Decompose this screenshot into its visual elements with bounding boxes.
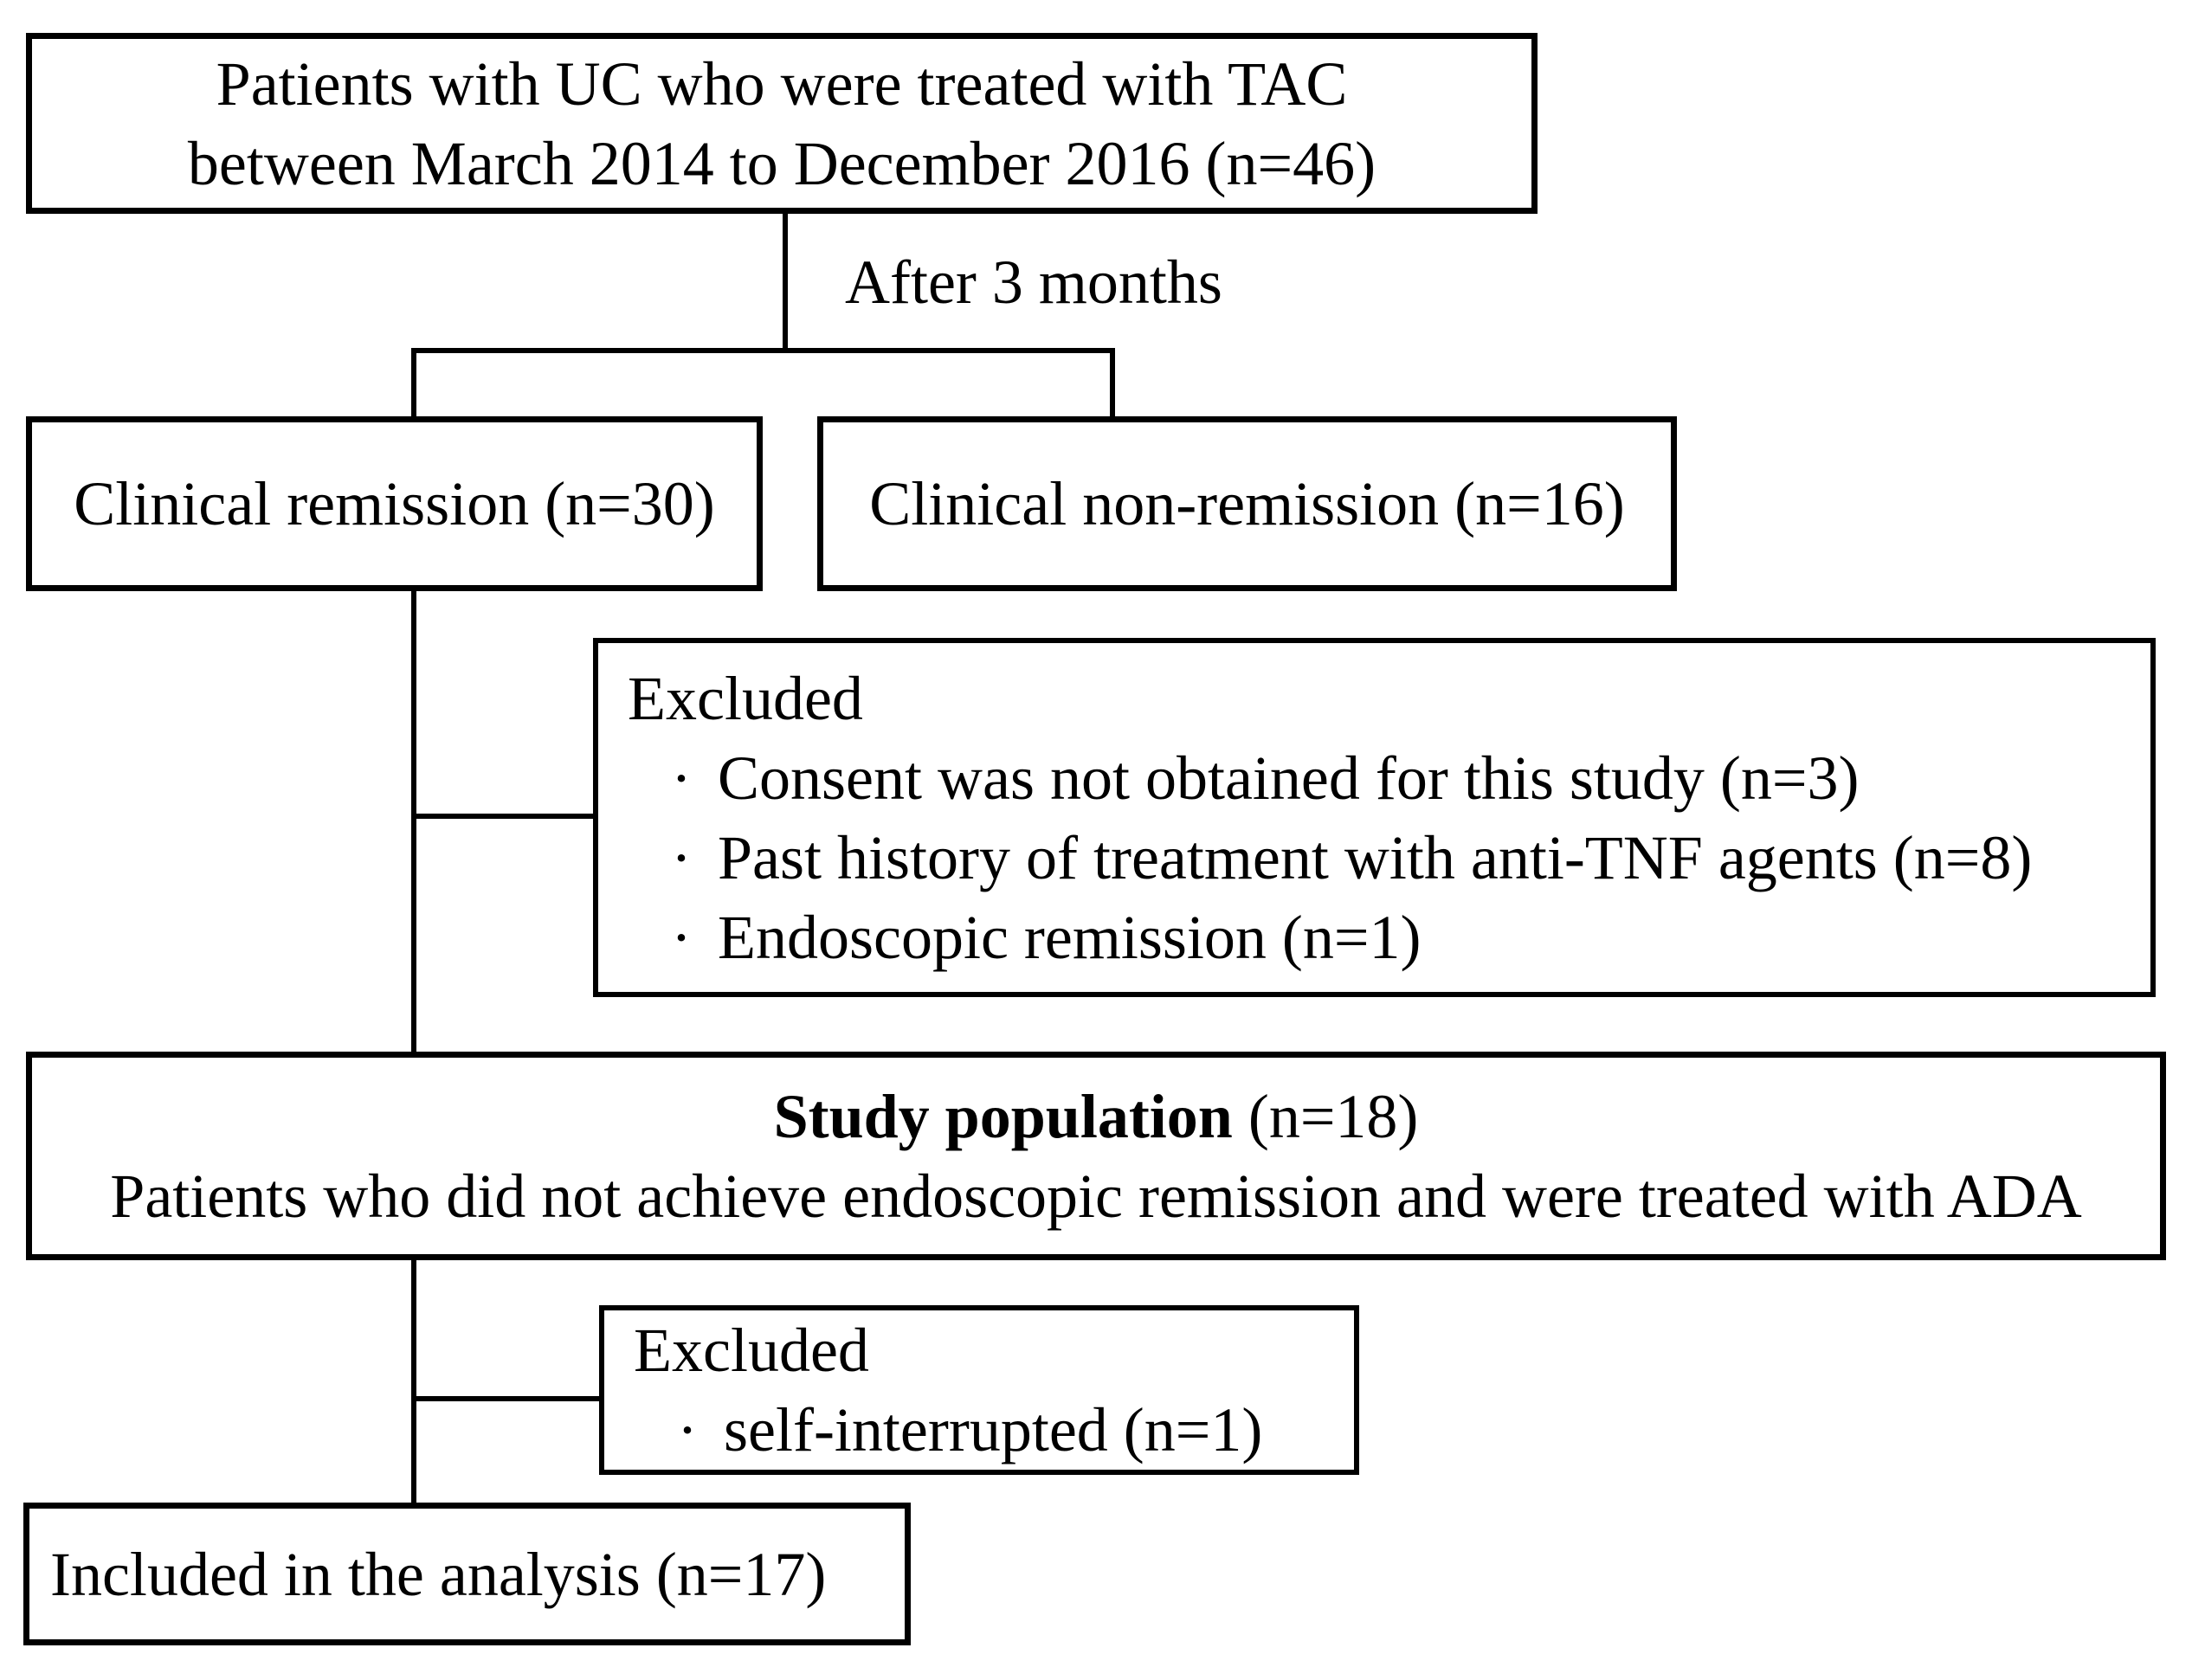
study-title-bold: Study population bbox=[773, 1081, 1233, 1151]
excluded-item-text: Endoscopic remission (n=1) bbox=[717, 902, 1422, 972]
after-3-months-label: After 3 months bbox=[845, 248, 1222, 317]
excluded-item: · Consent was not obtained for this study… bbox=[598, 738, 1859, 818]
excluded-item: · Endoscopic remission (n=1) bbox=[598, 898, 1421, 977]
excluded-item: · self-interrupted (n=1) bbox=[604, 1390, 1262, 1470]
node-excluded-2: Excluded · self-interrupted (n=1) bbox=[599, 1305, 1359, 1475]
node-text-line: Patients with UC who were treated with T… bbox=[216, 48, 1348, 119]
bullet-dot-icon: · bbox=[671, 822, 692, 892]
study-title-tail: (n=18) bbox=[1232, 1081, 1419, 1151]
bullet-dot-icon: · bbox=[671, 743, 692, 813]
study-subtitle: Patients who did not achieve endoscopic … bbox=[110, 1161, 2082, 1231]
connector-study-to-included bbox=[411, 1260, 416, 1504]
connector-split-horizontal bbox=[411, 348, 1115, 353]
node-text-line: Clinical non-remission (n=16) bbox=[869, 469, 1625, 538]
bullet-dot-icon: · bbox=[671, 902, 692, 972]
excluded-title: Excluded bbox=[628, 663, 863, 733]
node-clinical-non-remission: Clinical non-remission (n=16) bbox=[817, 416, 1677, 591]
excluded-item-text: self-interrupted (n=1) bbox=[723, 1395, 1263, 1464]
bullet-dot-icon: · bbox=[677, 1395, 698, 1464]
excluded-title: Excluded bbox=[634, 1316, 869, 1385]
connector-split-right-stub bbox=[1110, 348, 1115, 422]
excluded-item: · Past history of treatment with anti-TNF… bbox=[598, 818, 2032, 898]
connector-split-left-stub bbox=[411, 348, 416, 422]
connector-branch-excluded-1 bbox=[411, 814, 598, 819]
connector-top-vertical bbox=[783, 214, 788, 353]
excluded-item-text: Past history of treatment with anti-TNF … bbox=[717, 822, 2033, 892]
node-excluded-1: Excluded · Consent was not obtained for t… bbox=[593, 638, 2156, 997]
node-text-line: between March 2014 to December 2016 (n=4… bbox=[187, 128, 1376, 198]
excluded-item-text: Consent was not obtained for this study … bbox=[717, 743, 1860, 813]
node-text-line: Clinical remission (n=30) bbox=[74, 469, 715, 538]
node-clinical-remission: Clinical remission (n=30) bbox=[26, 416, 763, 591]
node-study-population: Study population (n=18) Patients who did… bbox=[26, 1052, 2166, 1260]
node-patients-treated-tac: Patients with UC who were treated with T… bbox=[26, 33, 1538, 214]
connector-remission-to-study bbox=[411, 591, 416, 1052]
connector-branch-excluded-2 bbox=[411, 1396, 604, 1401]
study-title: Study population (n=18) bbox=[774, 1077, 1419, 1156]
node-included-analysis: Included in the analysis (n=17) bbox=[23, 1503, 911, 1645]
node-text-line: Included in the analysis (n=17) bbox=[50, 1539, 827, 1609]
